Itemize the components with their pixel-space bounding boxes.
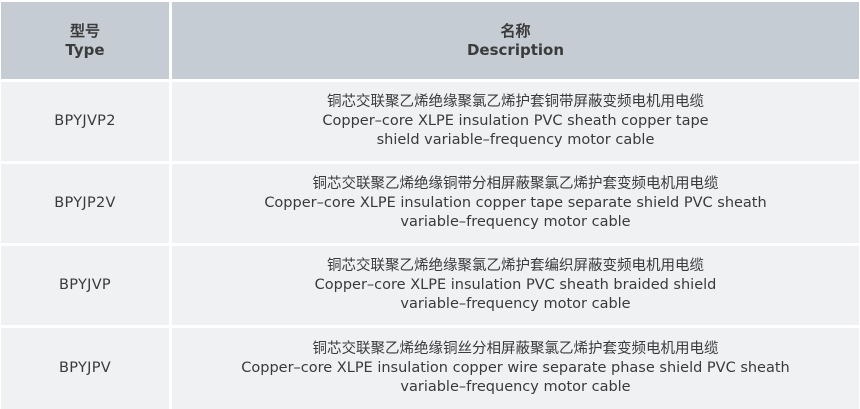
desc-en-line-2: variable–frequency motor cable: [400, 379, 631, 395]
row-2-type: BPYJP2V: [1, 164, 169, 243]
type-code: BPYJP2V: [54, 195, 116, 211]
row-3-type: BPYJVP: [1, 246, 169, 325]
desc-en-line-2: variable–frequency motor cable: [400, 214, 631, 230]
desc-zh: 铜芯交联聚乙烯绝缘聚氯乙烯护套铜带屏蔽变频电机用电缆: [327, 94, 704, 110]
desc-en-line-1: Copper–core XLPE insulation PVC sheath c…: [322, 113, 709, 129]
row-2-description: 铜芯交联聚乙烯绝缘铜带分相屏蔽聚氯乙烯护套变频电机用电缆 Copper–core…: [172, 164, 859, 243]
header-desc-en: Description: [466, 40, 565, 59]
desc-en-line-1: Copper–core XLPE insulation PVC sheath b…: [314, 277, 717, 293]
desc-en-line-1: Copper–core XLPE insulation copper tape …: [264, 195, 767, 211]
header-type-en: Type: [65, 40, 105, 59]
desc-zh: 铜芯交联聚乙烯绝缘铜丝分相屏蔽聚氯乙烯护套变频电机用电缆: [312, 341, 719, 357]
desc-en-line-2: variable–frequency motor cable: [400, 296, 631, 312]
desc-en-line-2: shield variable–frequency motor cable: [376, 132, 655, 148]
row-4-type: BPYJPV: [1, 328, 169, 409]
desc-zh: 铜芯交联聚乙烯绝缘聚氯乙烯护套编织屏蔽变频电机用电缆: [327, 258, 704, 274]
row-1-description: 铜芯交联聚乙烯绝缘聚氯乙烯护套铜带屏蔽变频电机用电缆 Copper–core X…: [172, 82, 859, 161]
row-4-description: 铜芯交联聚乙烯绝缘铜丝分相屏蔽聚氯乙烯护套变频电机用电缆 Copper–core…: [172, 328, 859, 409]
type-code: BPYJVP2: [54, 113, 116, 129]
desc-en-line-1: Copper–core XLPE insulation copper wire …: [241, 360, 790, 376]
type-code: BPYJPV: [59, 360, 111, 376]
desc-zh: 铜芯交联聚乙烯绝缘铜带分相屏蔽聚氯乙烯护套变频电机用电缆: [312, 176, 719, 192]
header-desc-zh: 名称: [500, 21, 531, 40]
row-3-description: 铜芯交联聚乙烯绝缘聚氯乙烯护套编织屏蔽变频电机用电缆 Copper–core X…: [172, 246, 859, 325]
header-type: 型号 Type: [1, 2, 169, 79]
header-description: 名称 Description: [172, 2, 859, 79]
header-type-zh: 型号: [69, 21, 100, 40]
row-1-type: BPYJVP2: [1, 82, 169, 161]
type-code: BPYJVP: [59, 277, 111, 293]
